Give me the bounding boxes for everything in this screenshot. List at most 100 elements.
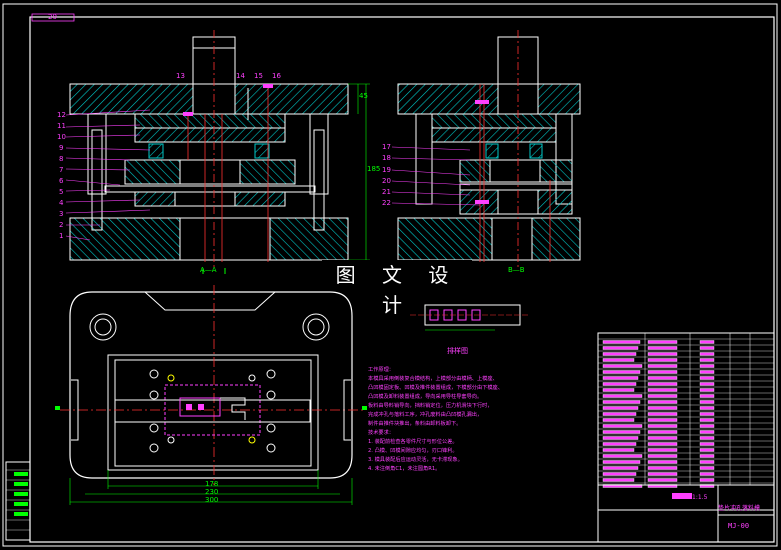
bom-cell-text xyxy=(647,376,678,380)
side-lower-base xyxy=(397,217,581,261)
stripper-plate xyxy=(104,185,316,193)
sheet-number-box xyxy=(31,13,75,22)
bom-cell-text xyxy=(699,394,715,398)
side-upper-base xyxy=(397,83,581,115)
guide-hole-right xyxy=(302,313,330,341)
callout-15: 15 xyxy=(254,72,263,80)
bom-cell-text xyxy=(602,478,635,482)
notes-req-line: 4. 未注倒角C1，未注圆角R1。 xyxy=(368,466,441,472)
bom-cell-text xyxy=(602,436,639,440)
notes-heading-principle: 工作原理： xyxy=(368,367,394,373)
title-block-drawing-code: MJ-00 xyxy=(728,522,750,530)
bom-cell-text xyxy=(602,406,639,410)
bom-cell-text xyxy=(647,382,678,386)
side-callout-leaders xyxy=(391,146,481,206)
sheet-number: 20 xyxy=(48,13,57,21)
bom-cell-text xyxy=(602,340,641,344)
dim-top-height: 45 xyxy=(359,92,368,100)
bom-cell-text xyxy=(602,382,637,386)
guide-bush-left xyxy=(87,113,107,195)
bom-cell-text xyxy=(602,388,635,392)
bom-cell-text xyxy=(602,394,643,398)
guide-pillar-right xyxy=(313,129,325,231)
bom-cell-text xyxy=(699,406,715,410)
bom-cell-text xyxy=(602,418,635,422)
bom-cell-text xyxy=(699,460,715,464)
bom-cell-text xyxy=(647,364,678,368)
dim-width-300: 300 xyxy=(205,496,219,504)
bom-cell-text xyxy=(699,340,715,344)
bom-cell-text xyxy=(647,418,678,422)
section-label-side: B—B xyxy=(508,266,525,274)
dim-total-height: 185 xyxy=(367,165,381,173)
guide-hole-left xyxy=(89,313,117,341)
notes-req-line: 3. 模具装配后应运动灵活，无卡滞现象。 xyxy=(368,457,463,463)
notes-p1-line: 凸凹模固定板、凹模及推件装置组成，下模部分由下模座、 xyxy=(368,385,503,391)
bom-cell-text xyxy=(699,352,715,356)
callout-21: 21 xyxy=(382,188,391,196)
bom-cell-text xyxy=(699,412,715,416)
bom-cell-text xyxy=(602,448,635,452)
bom-cell-text xyxy=(647,472,678,476)
callout-8: 8 xyxy=(59,155,64,163)
outer-frame xyxy=(2,3,778,547)
inner-frame xyxy=(29,16,775,543)
strip-layout-title: 排样图 xyxy=(447,347,468,355)
punch-holder xyxy=(134,127,286,143)
bom-cell-text xyxy=(647,400,678,404)
callout-3: 3 xyxy=(59,210,64,218)
title-block-drawing-name: 垫片冲孔落料模 xyxy=(718,505,761,512)
bom-cell-text xyxy=(602,400,641,404)
bom-cell-text xyxy=(602,454,643,458)
bom-cell-text xyxy=(602,460,641,464)
bom-cell-text xyxy=(647,358,678,362)
bom-cell-text xyxy=(602,412,637,416)
bom-cell-text xyxy=(699,370,715,374)
bom-cell-text xyxy=(647,388,678,392)
bom-cell-text xyxy=(647,340,678,344)
bom-cell-text xyxy=(602,352,637,356)
bom-cell-text xyxy=(602,364,643,368)
bom-cell-text xyxy=(602,466,639,470)
notes-p1-line: 凸凹模及卸料装置组成，导向采用导柱导套导向。 xyxy=(368,394,483,400)
callout-4: 4 xyxy=(59,199,64,207)
title-block xyxy=(597,332,775,543)
bom-cell-text xyxy=(647,448,678,452)
side-shank xyxy=(497,36,539,85)
bom-cell-text xyxy=(699,358,715,362)
bom-cell-text xyxy=(699,364,715,368)
callout-2: 2 xyxy=(59,221,64,229)
callout-1: 1 xyxy=(59,232,64,240)
bom-cell-text xyxy=(647,406,678,410)
die-shank xyxy=(192,36,236,85)
plan-view xyxy=(55,285,367,505)
bom-cell-text xyxy=(647,466,678,470)
bom-cell-text xyxy=(699,448,715,452)
bom-cell-text xyxy=(647,442,678,446)
technical-notes: 工作原理： 本模具采用倒装复合模结构，上模部分由模柄、上模座、 凸凹模固定板、凹… xyxy=(368,366,593,474)
front-section-view xyxy=(69,30,370,274)
notes-req-line: 1. 装配前检查各零件尺寸与形位公差。 xyxy=(368,439,458,445)
bom-cell-text xyxy=(602,424,643,428)
die-base-outline xyxy=(69,291,353,479)
bom-cell-text xyxy=(647,436,678,440)
watermark-text: 图 文 设 计 xyxy=(322,260,472,317)
backing-plate xyxy=(134,113,286,129)
guide-bush-right xyxy=(309,113,329,195)
dim-width-230: 230 xyxy=(205,488,219,496)
front-callout-leaders xyxy=(65,109,151,241)
bom-cell-text xyxy=(699,346,715,350)
bom-cell-text xyxy=(602,358,635,362)
strip-layout xyxy=(410,304,530,331)
section-label-front: A—A xyxy=(200,266,217,274)
bom-cell-text xyxy=(602,442,637,446)
cavity-area xyxy=(164,384,261,436)
bom-cell-text xyxy=(699,376,715,380)
bom-cell-text xyxy=(647,454,678,458)
die-plate-outline xyxy=(107,354,319,471)
callout-7: 7 xyxy=(59,166,64,174)
bom-cell-text xyxy=(647,424,678,428)
callout-12: 12 xyxy=(57,111,66,119)
